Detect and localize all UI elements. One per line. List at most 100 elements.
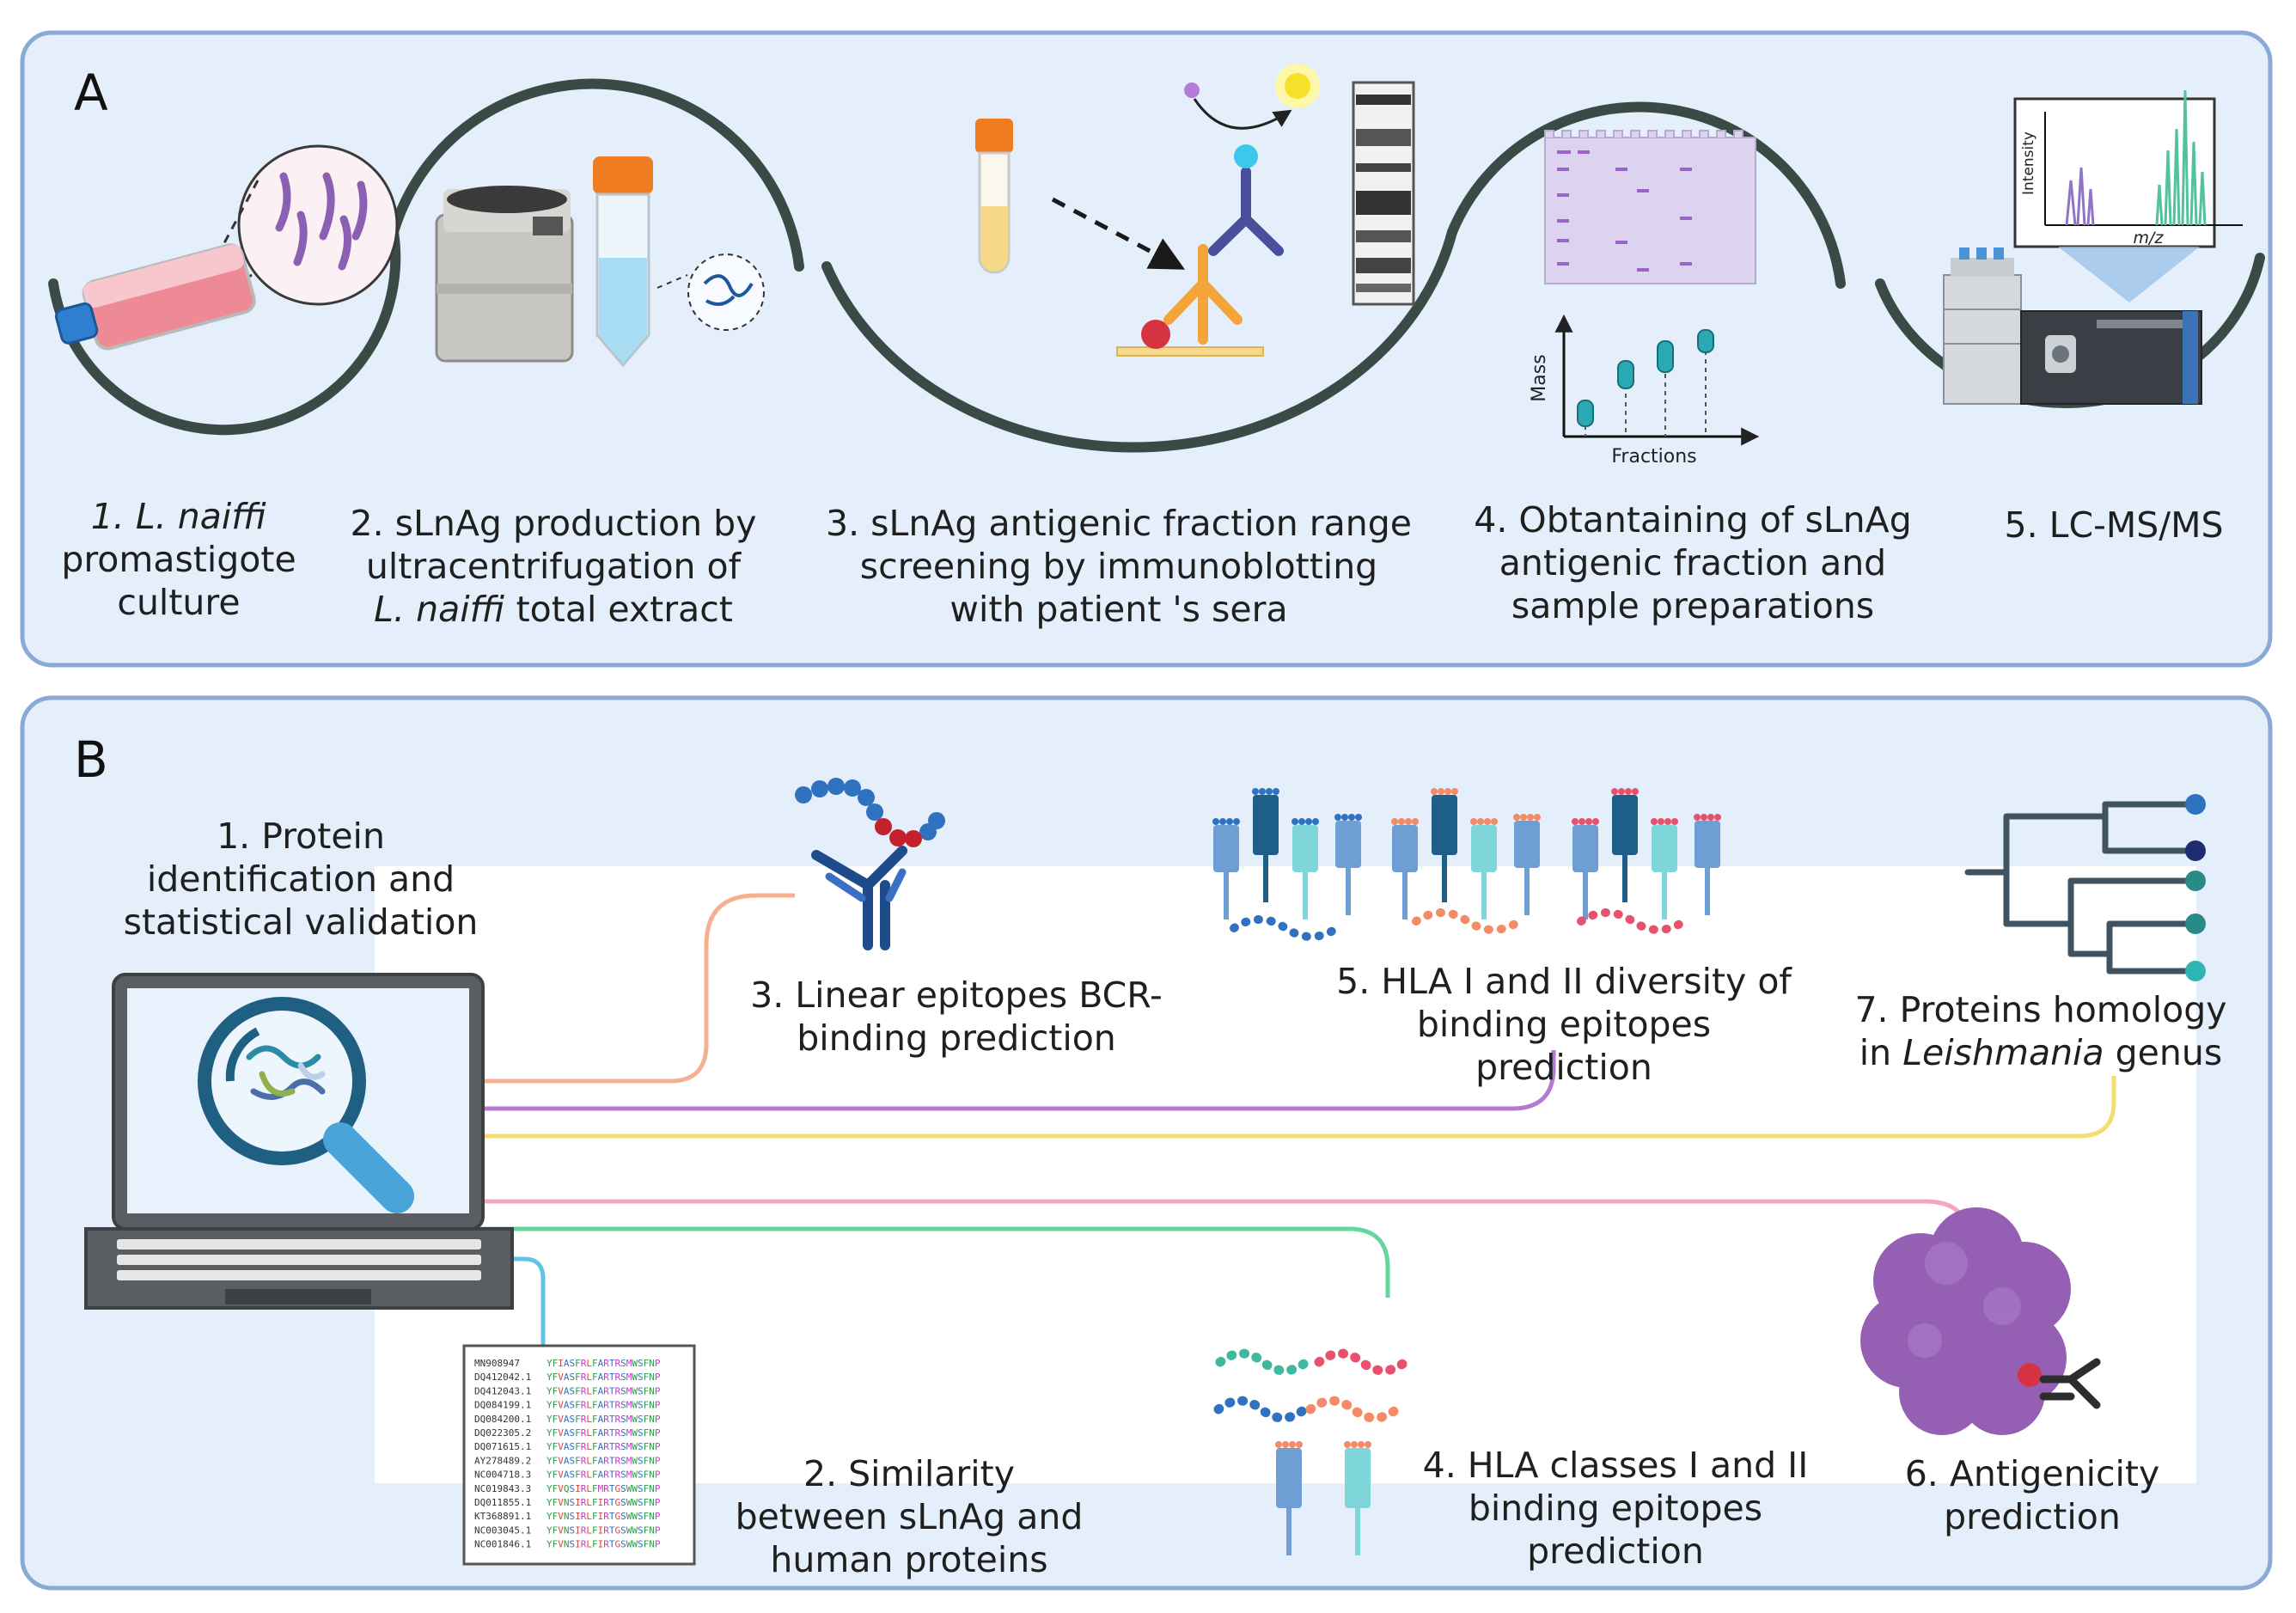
lc-ms-instrument-icon [1943, 247, 2202, 405]
peptide-bead [1355, 814, 1362, 821]
step-a2-text-post: total extract [504, 589, 733, 630]
peptide-bead [1298, 818, 1305, 825]
peptide-bead [1348, 814, 1355, 821]
peptide-bead [1334, 814, 1341, 821]
alignment-seq: YFVNSIRLFIRTGSWWSFNP [547, 1497, 661, 1508]
hla-receptor-stem [1481, 872, 1487, 920]
hla-receptor-stem [1224, 872, 1229, 920]
hla-receptor [1213, 825, 1239, 872]
peptide-bead [1611, 788, 1618, 795]
ms-x-axis-label: m/z [2134, 229, 2165, 247]
peptide-bead [1365, 1441, 1371, 1448]
peptide-bead [1296, 1441, 1303, 1448]
peptide-bead [1405, 818, 1412, 825]
peptide-bead [1664, 818, 1671, 825]
peptide-bead [1658, 818, 1664, 825]
alignment-id: DQ071615.1 [474, 1441, 531, 1452]
antigen-protein-icon [1860, 1207, 2101, 1435]
peptide-bead [1438, 788, 1444, 795]
step-b2-label: 2. Similarity between sLnAg and human pr… [735, 1453, 1084, 1580]
peptide-bead [1491, 818, 1498, 825]
centrifuge-icon [435, 186, 574, 363]
panel-b: MN908947DQ412042.1DQ412043.1DQ084199.1DQ… [20, 695, 2273, 1591]
alignment-id: DQ412043.1 [474, 1385, 531, 1396]
peptide-bead [1289, 1441, 1296, 1448]
peptide-bead [1484, 818, 1491, 825]
hla-receptor [1292, 825, 1318, 872]
peptide-bead [1259, 788, 1266, 795]
culture-flask-icon [54, 144, 399, 351]
peptide-bead [1572, 818, 1578, 825]
hla-receptor-stem [1286, 1508, 1292, 1555]
peptide-bead [1431, 788, 1438, 795]
serum-tube-icon [975, 119, 1013, 274]
hla-receptors-row [1212, 788, 1721, 920]
peptide-bead [1477, 818, 1484, 825]
step-a2-label: 2. sLnAg production by ultracentrifugati… [349, 502, 758, 631]
alignment-seq: YFIASFRLFARTRSMWSFNP [547, 1358, 661, 1369]
peptide-bead [1344, 1441, 1351, 1448]
hla-receptor [1572, 825, 1598, 872]
peptide-bead [1625, 788, 1632, 795]
peptide-bead [1312, 818, 1319, 825]
ms-spectrum-chart: Intensity m/z [2013, 89, 2243, 302]
peptide-bead [1701, 814, 1707, 821]
alignment-seq: YFVASFRLFARTRSMWSFNP [547, 1455, 661, 1466]
gel-x-axis-label: Fractions [1611, 446, 1696, 467]
arc-3 [821, 227, 1457, 453]
hla-receptor [1345, 1448, 1371, 1508]
peptide-bead [1275, 1441, 1282, 1448]
peptide-bead [1651, 818, 1658, 825]
peptide-bead [1252, 788, 1259, 795]
mass-fractions-chart: Mass Fractions [1529, 314, 1760, 467]
peptide-bead [1534, 814, 1541, 821]
alignment-seq: YFVNSIRLFIRTGSWWSFNP [547, 1524, 661, 1536]
peptide-bead [1233, 818, 1240, 825]
step-a4-label: 4. Obtantaining of sLnAg antigenic fract… [1474, 499, 1912, 626]
alignment-id: DQ412042.1 [474, 1372, 531, 1383]
peptide-bead [1292, 818, 1298, 825]
hla-receptor [1652, 825, 1677, 872]
alignment-id: MN908947 [474, 1358, 520, 1369]
peptide-bead [1707, 814, 1714, 821]
step-a5-label: 5. LC-MS/MS [2004, 504, 2224, 546]
arc-2 [388, 78, 804, 272]
alignment-id-column: MN908947DQ412042.1DQ412043.1DQ084199.1DQ… [474, 1358, 531, 1550]
peptide-bead [1212, 818, 1219, 825]
hla-receptor [1392, 825, 1418, 872]
hla-receptor-stem [1263, 855, 1268, 902]
step-a1-label: 1. L. naiffi promastigote culture [50, 495, 308, 624]
peptide-bead [1341, 814, 1348, 821]
peptide-bead [1226, 818, 1233, 825]
alignment-seq-column: YFIASFRLFARTRSMWSFNP YFVASFRLFARTRSMWSFNP… [547, 1358, 661, 1550]
peptide-bead [1358, 1441, 1365, 1448]
western-blot-strip-icon [1352, 81, 1415, 306]
alignment-seq: YFVASFRLFARTRSMWSFNP [547, 1414, 661, 1425]
step-b7-text-post: genus [2104, 1032, 2223, 1073]
hla-receptor-stem [1705, 868, 1710, 915]
hla-receptor-stem [1303, 872, 1308, 920]
peptide-bead [1273, 788, 1279, 795]
peptide-bead [1578, 818, 1585, 825]
step-b7-text-pre: 7. Proteins homology in [1854, 989, 2227, 1073]
peptide-bead [1391, 818, 1398, 825]
alignment-seq: YFVNSIRLFIRTGSWWSFNP [547, 1511, 661, 1522]
peptide-bead [1714, 814, 1721, 821]
hla-receptor-stem [1355, 1508, 1360, 1555]
peptide-bead [1444, 788, 1451, 795]
falcon-tube-icon [593, 156, 765, 368]
hla-receptor-stem [1402, 872, 1408, 920]
hla-receptor-stem [1524, 868, 1530, 915]
step-b1-label: 1. Protein identification and statistica… [123, 816, 479, 943]
sds-gel-icon [1544, 130, 1756, 284]
connector-hla-diversity [481, 1050, 1556, 1111]
bcr-antibody-icon [795, 778, 945, 950]
alignment-id: DQ022305.2 [474, 1427, 531, 1439]
peptide-bead [1694, 814, 1701, 821]
gel-y-axis-label: Mass [1529, 354, 1550, 401]
alignment-id: NC001846.1 [474, 1539, 531, 1550]
step-a1-text: promastigote culture [61, 539, 296, 623]
peptide-bead [1585, 818, 1592, 825]
peptide-bead [1266, 788, 1273, 795]
panel-a: Mass Fractions Intensity m/z [20, 30, 2273, 668]
